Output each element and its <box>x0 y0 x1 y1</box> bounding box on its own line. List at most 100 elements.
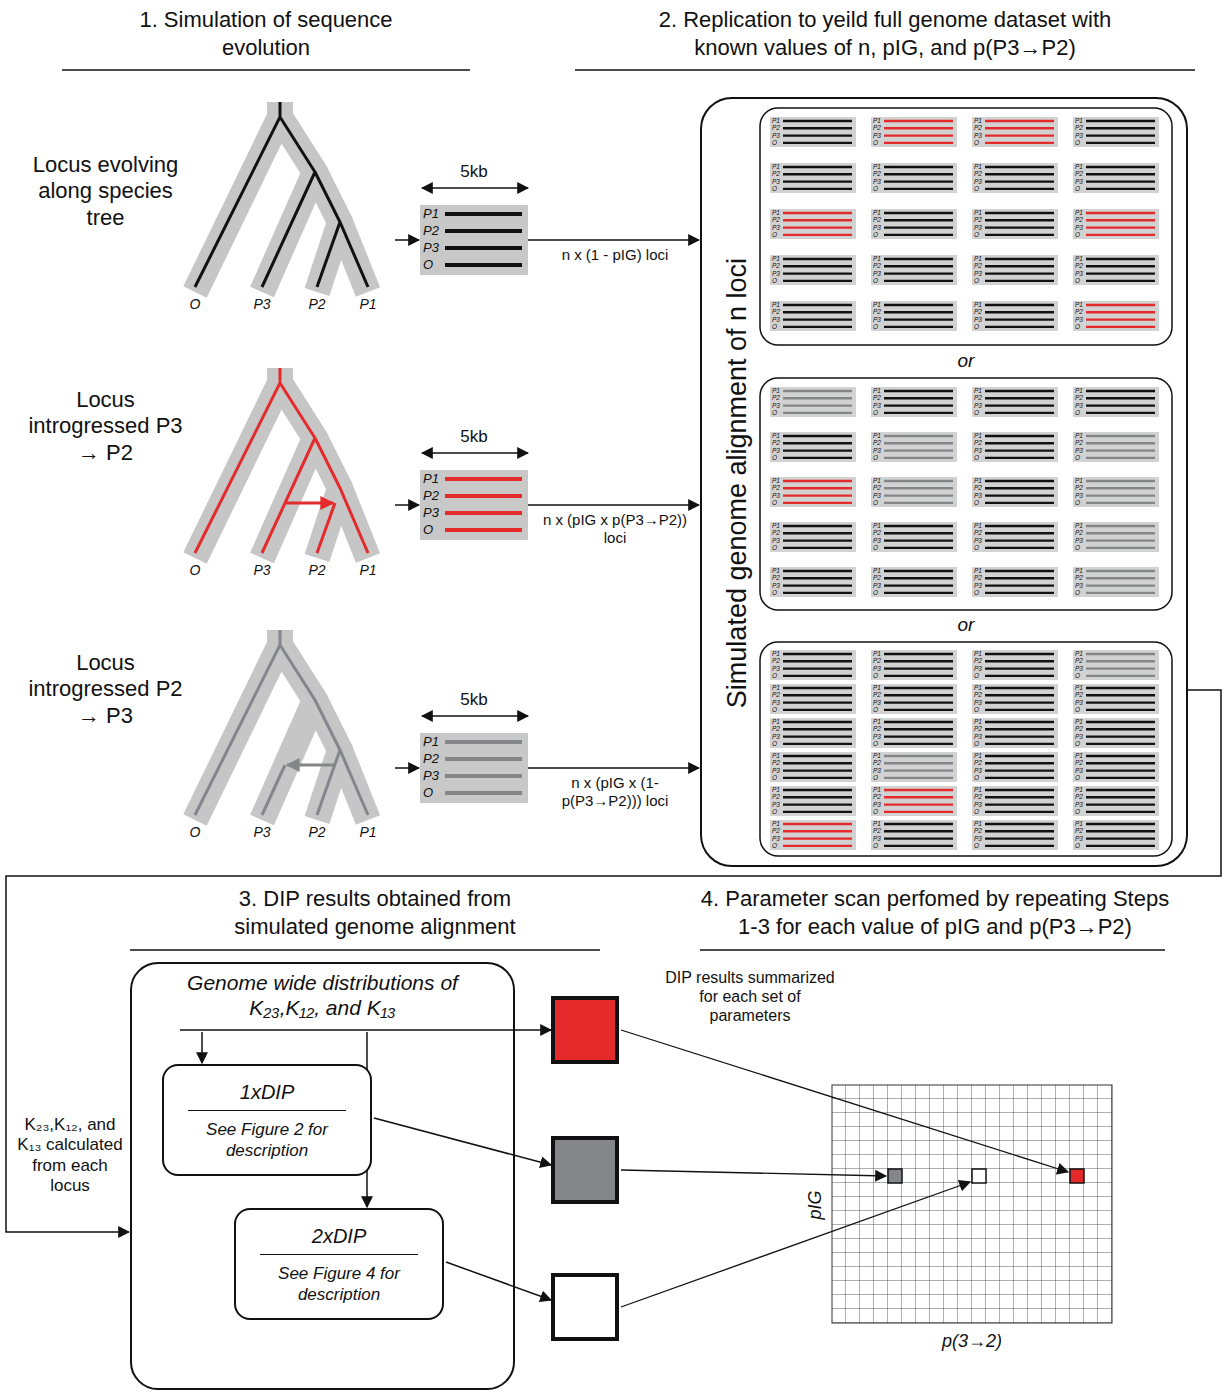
mini-sequence <box>884 789 953 791</box>
mini-taxon-label: P3 <box>873 132 881 140</box>
mini-taxon-label: P3 <box>772 733 780 741</box>
mini-taxon-label: P2 <box>772 124 780 132</box>
mini-taxon-label: P2 <box>1075 216 1083 224</box>
mini-sequence <box>1086 480 1155 482</box>
mini-taxon-label: O <box>1075 842 1080 850</box>
mini-sequence <box>985 390 1054 392</box>
mini-taxon-label: P1 <box>1075 163 1083 171</box>
mini-sequence <box>884 412 953 414</box>
mini-taxon-label: P3 <box>873 699 881 707</box>
taxon-label: P2 <box>423 751 439 767</box>
mini-taxon-label: P3 <box>873 316 881 324</box>
mini-taxon-label: O <box>974 842 979 850</box>
mini-taxon-label: P3 <box>1075 316 1083 324</box>
taxon-label: P1 <box>353 562 383 578</box>
mini-alignment <box>972 301 1058 331</box>
result-square <box>553 1275 617 1339</box>
mini-alignment <box>871 387 957 417</box>
mini-taxon-label: P2 <box>974 262 982 270</box>
mini-sequence <box>985 728 1054 730</box>
gene-tree <box>195 102 368 287</box>
mini-alignment <box>871 786 957 816</box>
vertical-title: Simulated genome alignment of n loci <box>721 183 753 783</box>
method-box: 1xDIPSee Figure 2 for description <box>162 1064 372 1176</box>
mini-sequence <box>783 487 852 489</box>
mini-sequence <box>985 280 1054 282</box>
mini-taxon-label: O <box>873 277 878 285</box>
axis-label: pIG <box>804 1185 826 1225</box>
mini-alignment <box>871 432 957 462</box>
mini-taxon-label: P3 <box>974 316 982 324</box>
mini-sequence <box>985 180 1054 182</box>
mini-sequence <box>1086 837 1155 839</box>
mini-sequence <box>884 449 953 451</box>
taxon-label: P3 <box>423 505 439 521</box>
mini-taxon-label: O <box>873 808 878 816</box>
mini-sequence <box>985 304 1054 306</box>
mini-taxon-label: P2 <box>772 439 780 447</box>
mini-sequence <box>1086 188 1155 190</box>
mini-taxon-label: O <box>1075 740 1080 748</box>
mini-sequence <box>783 226 852 228</box>
mini-sequence <box>1086 830 1155 832</box>
mini-taxon-label: P2 <box>772 574 780 582</box>
mini-sequence <box>884 326 953 328</box>
mini-sequence <box>884 180 953 182</box>
mini-taxon-label: P2 <box>974 216 982 224</box>
connector <box>528 767 699 769</box>
mini-taxon-label: O <box>873 842 878 850</box>
mini-sequence <box>884 769 953 771</box>
alignment-body <box>420 733 528 803</box>
mini-taxon-label: P3 <box>873 270 881 278</box>
mini-taxon-label: P3 <box>1075 582 1083 590</box>
mini-taxon-label: P1 <box>873 255 881 263</box>
taxon-label: P1 <box>423 734 439 750</box>
mini-taxon-label: P3 <box>974 402 982 410</box>
mini-sequence <box>985 318 1054 320</box>
mini-sequence <box>884 487 953 489</box>
mini-sequence <box>884 777 953 779</box>
mini-sequence <box>884 272 953 274</box>
section-header: 2. Replication to yeild full genome data… <box>650 6 1120 61</box>
mini-sequence <box>884 694 953 696</box>
mini-taxon-label: P1 <box>1075 752 1083 760</box>
mini-taxon-label: P3 <box>772 665 780 673</box>
mini-taxon-label: O <box>974 323 979 331</box>
mini-sequence <box>1086 311 1155 313</box>
mini-taxon-label: O <box>1075 185 1080 193</box>
mini-sequence <box>985 457 1054 459</box>
mini-sequence <box>1086 592 1155 594</box>
mini-taxon-label: P2 <box>974 657 982 665</box>
mini-taxon-label: P3 <box>1075 492 1083 500</box>
distribution-box: Genome wide distributions of K₂₃,K₁₂, an… <box>130 962 515 1390</box>
mini-alignment <box>871 301 957 331</box>
mini-taxon-label: P3 <box>974 492 982 500</box>
mini-alignment <box>972 477 1058 507</box>
mini-taxon-label: O <box>1075 323 1080 331</box>
mini-alignment <box>1073 255 1159 285</box>
mini-sequence <box>1086 687 1155 689</box>
mini-taxon-label: P3 <box>974 224 982 232</box>
mini-taxon-label: P2 <box>974 759 982 767</box>
mini-taxon-label: O <box>772 185 777 193</box>
mini-sequence <box>1086 532 1155 534</box>
mini-sequence <box>783 837 852 839</box>
mini-taxon-label: P1 <box>873 209 881 217</box>
mini-sequence <box>985 709 1054 711</box>
mini-sequence <box>1086 494 1155 496</box>
mini-sequence <box>985 667 1054 669</box>
mini-sequence <box>1086 769 1155 771</box>
mini-taxon-label: O <box>974 589 979 597</box>
mini-sequence <box>783 694 852 696</box>
mini-taxon-label: P3 <box>974 270 982 278</box>
mini-sequence <box>884 796 953 798</box>
mini-taxon-label: P3 <box>1075 402 1083 410</box>
taxon-label: O <box>180 296 210 312</box>
mini-taxon-label: P1 <box>873 650 881 658</box>
mini-sequence <box>783 584 852 586</box>
mini-taxon-label: P2 <box>974 170 982 178</box>
edge-label: n x (pIG x (1-p(P3→P2))) loci <box>540 774 690 810</box>
mini-taxon-label: P2 <box>974 484 982 492</box>
mini-alignments <box>770 117 1159 850</box>
